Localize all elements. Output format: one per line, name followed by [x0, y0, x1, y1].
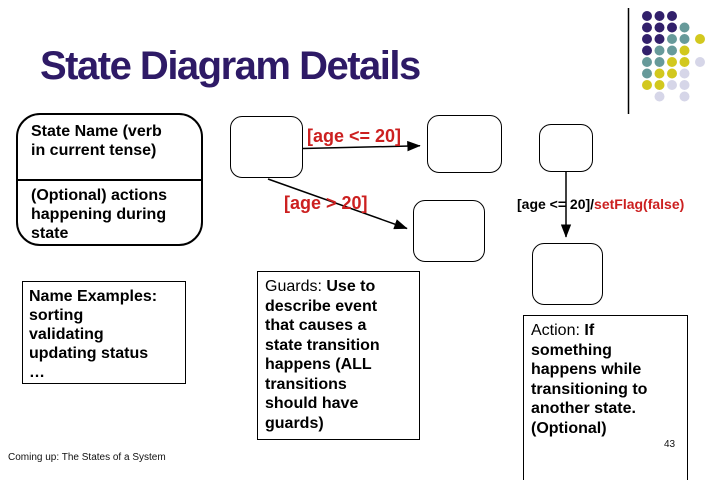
page-title: State Diagram Details [40, 44, 421, 88]
state-shape-4 [413, 200, 485, 262]
action-keyword: Action: [531, 322, 580, 339]
state-shape-2 [427, 115, 502, 173]
name-examples-box: Name Examples: sorting validating updati… [22, 281, 186, 384]
state-legend-box: State Name (verb in current tense) (Opti… [16, 113, 203, 246]
footer-text: Coming up: The States of a System [8, 452, 166, 463]
action-note-box: Action: If something happens while trans… [523, 315, 688, 480]
state-shape-5 [532, 243, 603, 305]
decorative-dots [627, 8, 705, 114]
guard-label-age-le-20: [age <= 20] [307, 126, 402, 146]
guards-keyword: Guards: [265, 278, 322, 295]
guard-label-age-gt-20: [age > 20] [284, 193, 368, 213]
guard-label-setflag: [age <= 20]/setFlag(false) [517, 196, 684, 212]
state-shape-1 [230, 116, 303, 178]
guard-action-text: setFlag(false) [594, 196, 685, 212]
slide-number: 43 [664, 439, 676, 450]
guards-note-box: Guards: Use to describe event that cause… [257, 271, 420, 440]
state-name-description: State Name (verb in current tense) [31, 123, 162, 159]
state-shape-3 [539, 124, 593, 172]
guard-event-text: [age <= 20]/ [517, 196, 595, 212]
compartment-divider [18, 179, 201, 181]
state-actions-description: (Optional) actions happening during stat… [31, 187, 167, 242]
